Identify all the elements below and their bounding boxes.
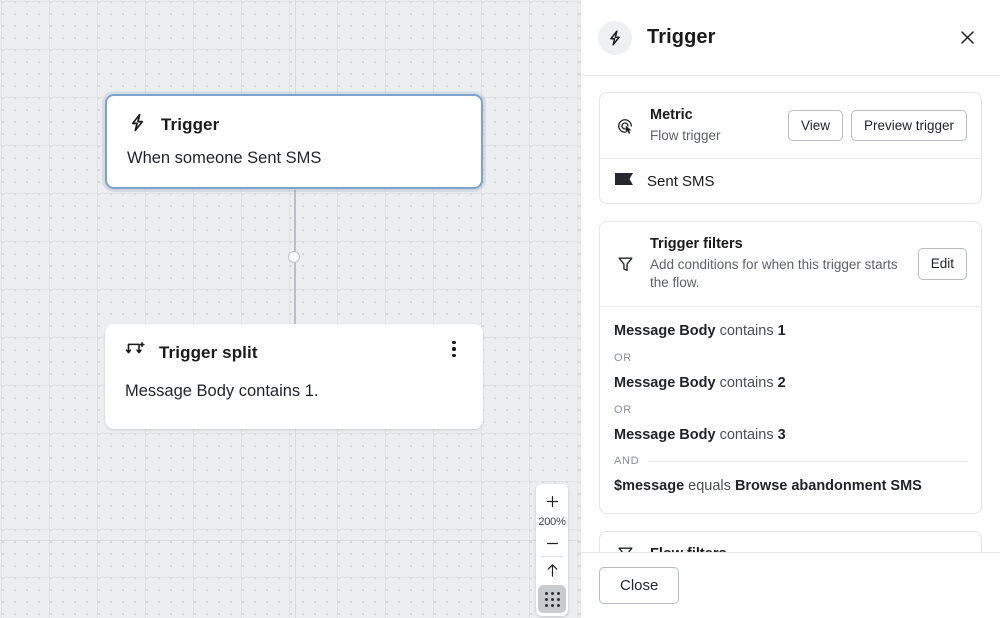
trigger-filters-subtitle: Add conditions for when this trigger sta… [650, 256, 898, 291]
condition-operator: contains [719, 374, 774, 391]
joiner-label: OR [614, 351, 632, 364]
zoom-divider [541, 556, 563, 557]
joiner-label: OR [614, 403, 632, 416]
funnel-icon [614, 255, 636, 274]
condition-value: 3 [777, 426, 786, 443]
grid-toggle-icon[interactable] [538, 585, 566, 613]
condition-value: 1 [777, 323, 786, 339]
flow-filters-text: Flow filters [650, 545, 967, 552]
flow-node-trigger-split[interactable]: Trigger split Message Body contains 1. [105, 324, 483, 429]
trigger-filters-header: Trigger filters Add conditions for when … [600, 222, 981, 307]
flow-filters-title: Flow filters [650, 546, 727, 552]
panel-footer: Close [581, 552, 1000, 618]
trigger-filters-title: Trigger filters [650, 236, 743, 253]
metric-card-subtitle: Flow trigger [650, 127, 721, 143]
metric-card-actions: View Preview trigger [787, 109, 967, 142]
split-branch-icon [125, 340, 146, 366]
filter-condition[interactable]: Message Body contains 1 [614, 321, 967, 343]
panel-content[interactable]: Metric Flow trigger View Preview trigger [581, 76, 1000, 552]
zoom-level-label: 200% [538, 516, 566, 528]
trigger-filters-actions: Edit [917, 248, 967, 280]
joiner-label: AND [614, 455, 640, 468]
flow-canvas[interactable]: Trigger When someone Sent SMS Trigger sp… [0, 0, 580, 618]
condition-joiner-or: OR [614, 352, 967, 364]
metric-value-row: Sent SMS [600, 159, 981, 203]
condition-subject: Message Body [614, 426, 716, 443]
metric-card-header: Metric Flow trigger View Preview trigger [600, 93, 981, 160]
condition-operator: contains [719, 426, 774, 443]
flag-icon [614, 172, 634, 190]
funnel-icon [614, 545, 636, 552]
trigger-filters-text: Trigger filters Add conditions for when … [650, 235, 904, 293]
close-button[interactable]: Close [599, 567, 680, 604]
edit-button[interactable]: Edit [917, 248, 967, 280]
condition-joiner-or: OR [614, 404, 967, 416]
trigger-filters-card: Trigger filters Add conditions for when … [599, 221, 982, 514]
condition-value: Browse abandonment SMS [734, 478, 922, 495]
node-header: Trigger split [105, 324, 483, 366]
canvas-guide-horizontal [0, 540, 580, 541]
add-step-handle[interactable] [288, 251, 300, 263]
flow-filters-card[interactable]: Flow filters [599, 531, 982, 552]
node-description: When someone Sent SMS [127, 149, 322, 167]
panel-header: Trigger [581, 0, 1000, 76]
trigger-filters-conditions: Message Body contains 1 OR Message Body … [600, 307, 981, 513]
node-description: Message Body contains 1. [125, 382, 319, 400]
metric-name: Sent SMS [647, 172, 715, 190]
condition-value: 2 [777, 374, 786, 391]
view-button[interactable]: View [787, 109, 843, 142]
flow-filters-header: Flow filters [600, 532, 981, 552]
joiner-divider [648, 460, 967, 462]
filter-condition[interactable]: $message equals Browse abandonment SMS [614, 476, 967, 498]
node-header: Trigger [107, 96, 481, 138]
condition-subject: $message [614, 478, 685, 495]
zoom-out-button[interactable] [536, 530, 568, 556]
condition-subject: Message Body [614, 374, 716, 391]
preview-trigger-button[interactable]: Preview trigger [850, 109, 967, 142]
condition-operator: contains [719, 323, 774, 339]
metric-card-title: Metric [650, 107, 693, 123]
target-cursor-icon [614, 116, 636, 136]
flow-node-trigger[interactable]: Trigger When someone Sent SMS [105, 94, 483, 189]
node-title: Trigger split [159, 343, 258, 362]
condition-joiner-and: AND [614, 455, 967, 467]
metric-card-text: Metric Flow trigger [650, 106, 774, 145]
lightning-bolt-icon [598, 20, 632, 55]
lightning-bolt-icon [127, 112, 148, 138]
condition-operator: equals [688, 478, 731, 495]
recenter-button[interactable] [536, 557, 568, 583]
node-options-menu-icon[interactable] [443, 338, 465, 360]
node-title: Trigger [161, 115, 220, 134]
condition-subject: Message Body [614, 323, 716, 339]
canvas-grid [0, 0, 580, 618]
zoom-in-button[interactable] [536, 488, 568, 514]
filter-condition[interactable]: Message Body contains 2 [614, 373, 967, 395]
filter-condition[interactable]: Message Body contains 3 [614, 425, 967, 447]
panel-title: Trigger [647, 26, 716, 48]
close-icon[interactable] [954, 25, 980, 51]
metric-card: Metric Flow trigger View Preview trigger [599, 92, 982, 205]
zoom-controls[interactable]: 200% [536, 484, 568, 616]
trigger-detail-panel: Trigger Metric [580, 0, 1000, 618]
